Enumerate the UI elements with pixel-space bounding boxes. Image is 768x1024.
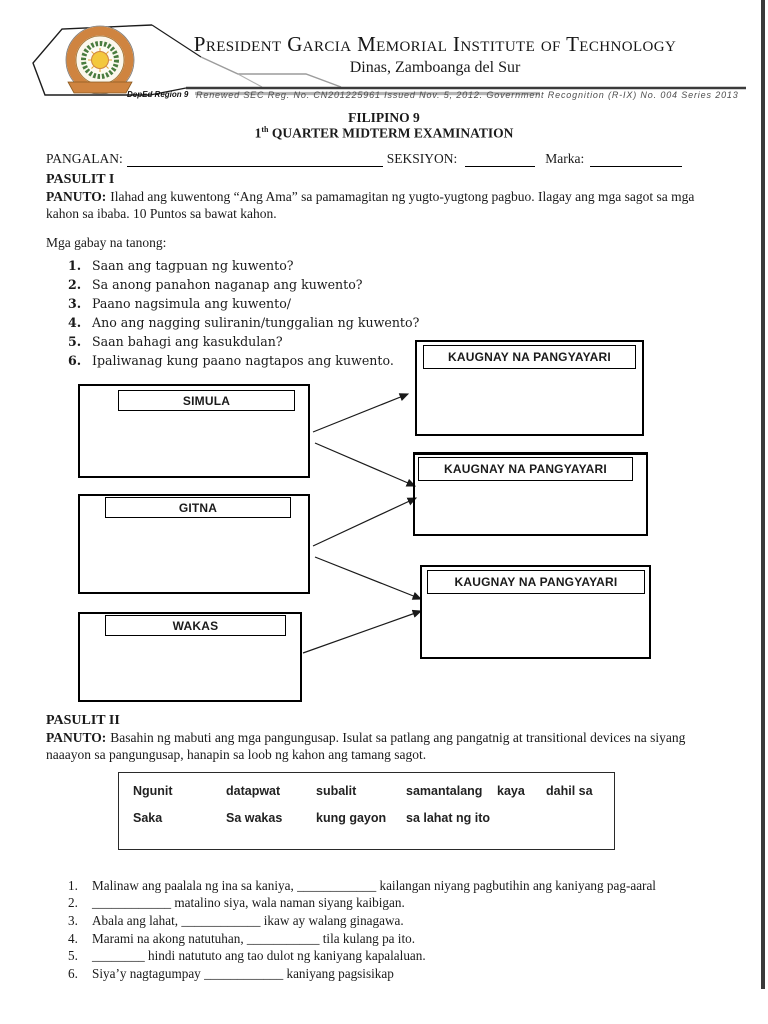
guide-question: 5.Saan bahagi ang kasukdulan? — [68, 334, 283, 349]
exam-title-rest: QUARTER MIDTERM EXAMINATION — [268, 125, 514, 141]
guide-question: 2.Sa anong panahon naganap ang kuwento? — [68, 277, 363, 292]
deped-region-label: DepEd Region 9 — [127, 90, 189, 99]
pasulit1-heading: PASULIT I — [46, 172, 115, 187]
guide-question: 1.Saan ang tagpuan ng kuwento? — [68, 258, 294, 273]
fill-in-sentence: 5.________ hindi natututo ang tao dulot … — [68, 948, 426, 964]
fill-in-sentence: 3.Abala ang lahat, ____________ ikaw ay … — [68, 912, 404, 928]
kaugnay-box-2 — [413, 452, 648, 536]
wakas-label: WAKAS — [105, 615, 286, 636]
panuto-text: Ilahad ang kuwentong “Ang Ama” sa pamama… — [46, 189, 695, 221]
word-bank-item: Ngunit — [133, 784, 173, 798]
guide-question: 6.Ipaliwanag kung paano nagtapos ang kuw… — [68, 353, 394, 368]
school-logo — [65, 25, 135, 95]
word-bank-row: Saka Sa wakas kung gayon sa lahat ng ito — [133, 811, 614, 825]
simula-box — [78, 384, 310, 478]
registration-line: Renewed SEC Reg. No. CN201225961 Issued … — [196, 90, 739, 100]
guide-question-list: 1.Saan ang tagpuan ng kuwento? 2.Sa anon… — [68, 256, 725, 370]
seksiyon-label: SEKSIYON: — [386, 151, 458, 166]
pasulit2-panuto: PANUTO:Basahin ng mabuti ang mga pangung… — [46, 730, 725, 763]
name-row: PANGALAN: SEKSIYON: Marka: — [46, 148, 725, 167]
pangalan-label: PANGALAN: — [46, 151, 123, 166]
word-bank-item: datapwat — [226, 784, 281, 798]
guide-question: 3.Paano nagsimula ang kuwento/ — [68, 296, 292, 311]
guide-question: 4.Ano ang nagging suliranin/tunggalian n… — [68, 315, 420, 330]
pasulit1-panuto: PANUTO:Ilahad ang kuwentong “Ang Ama” sa… — [46, 189, 725, 222]
school-name: President Garcia Memorial Institute of T… — [193, 32, 677, 56]
word-bank-item: samantalang — [406, 784, 483, 798]
logo-sun-icon — [91, 51, 109, 69]
panuto-text: Basahin ng mabuti ang mga pangungusap. I… — [46, 730, 686, 762]
word-bank-item: subalit — [316, 784, 357, 798]
quarter-ordinal: th — [261, 125, 269, 134]
logo-banner — [67, 81, 133, 94]
marka-label: Marka: — [545, 151, 585, 166]
word-bank-item: kaya — [497, 784, 525, 798]
word-bank-row: Ngunit datapwat subalit samantalang kaya… — [133, 784, 614, 798]
header-decoration — [32, 24, 746, 96]
kaugnay-label-1: KAUGNAY NA PANGYAYARI — [423, 345, 636, 369]
scan-edge-strip — [761, 0, 765, 989]
fill-in-sentence: 6.Siya’y nagtagumpay ____________ kaniya… — [68, 965, 394, 981]
simula-label: SIMULA — [118, 390, 295, 411]
guide-intro: Mga gabay na tanong: — [46, 235, 167, 250]
quarter-number: 1 — [254, 125, 262, 141]
word-bank-item: kung gayon — [316, 811, 387, 825]
word-bank-item: dahil sa — [546, 784, 593, 798]
wakas-box — [78, 612, 302, 702]
kaugnay-label-3: KAUGNAY NA PANGYAYARI — [427, 570, 645, 594]
kaugnay-box-3 — [420, 565, 651, 659]
school-location: Dinas, Zamboanga del Sur — [349, 59, 521, 76]
word-bank-box: Ngunit datapwat subalit samantalang kaya… — [118, 772, 615, 850]
seksiyon-blank — [465, 151, 536, 167]
fill-in-sentence: 1.Malinaw ang paalala ng ina sa kaniya, … — [68, 877, 656, 893]
exam-title: 1th QUARTER MIDTERM EXAMINATION — [0, 125, 768, 142]
pangalan-blank — [126, 151, 383, 167]
panuto-label: PANUTO: — [46, 189, 107, 204]
fill-in-sentence: 4.Marami na akong natutuhan, ___________… — [68, 930, 416, 946]
word-bank-item: Sa wakas — [226, 811, 283, 825]
panuto-label: PANUTO: — [46, 730, 107, 745]
pasulit2-heading: PASULIT II — [46, 713, 120, 728]
fill-in-sentence: 2.____________ matalino siya, wala naman… — [68, 895, 405, 911]
fill-in-sentence-list: 1.Malinaw ang paalala ng ina sa kaniya, … — [68, 877, 725, 983]
marka-blank — [590, 151, 683, 167]
kaugnay-label-2: KAUGNAY NA PANGYAYARI — [418, 457, 633, 481]
gitna-box — [78, 494, 310, 594]
kaugnay-box-1 — [415, 340, 644, 436]
gitna-label: GITNA — [105, 497, 291, 518]
exam-subject: FILIPINO 9 — [348, 110, 420, 125]
word-bank-item: sa lahat ng ito — [406, 811, 491, 825]
word-bank-item: Saka — [133, 811, 163, 825]
